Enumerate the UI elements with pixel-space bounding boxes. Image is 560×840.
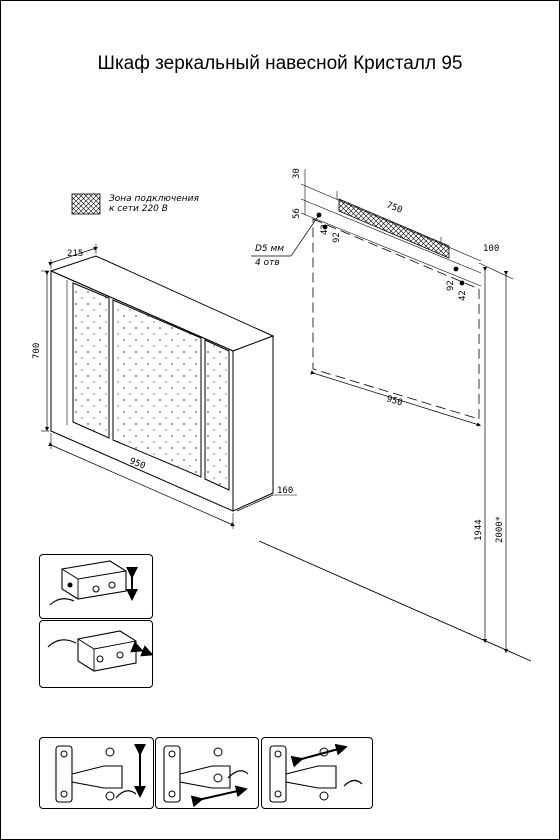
hinge-lateral-illustration <box>163 745 249 808</box>
dim-height: 700 <box>32 343 42 359</box>
mounting-outline <box>312 218 480 420</box>
screw-icon <box>105 791 115 801</box>
screwdriver-icon <box>47 639 77 648</box>
hinge-panel-vertical <box>39 737 154 809</box>
cabinet-view <box>41 244 297 529</box>
dim-hole-c: 92 <box>446 280 456 291</box>
adjust-panel-depth <box>39 620 153 688</box>
screw-hole <box>322 224 328 230</box>
legend-line-1: Зона подключения <box>109 194 200 204</box>
dim-span: 950 <box>385 394 403 408</box>
connection-zone-swatch <box>71 193 101 215</box>
legend-line-2: к сети 220 В <box>109 204 168 214</box>
screwdriver-icon <box>227 770 249 779</box>
hinge-adjust-vertical-illustration <box>49 560 138 606</box>
screw-note-line-2: 4 отв <box>255 258 280 268</box>
screw-hole <box>453 266 459 272</box>
hinge-panel-lateral <box>155 737 259 809</box>
screw-icon <box>116 651 124 659</box>
screw-icon <box>168 790 176 798</box>
screw-icon <box>168 750 176 758</box>
screw-icon <box>92 585 100 593</box>
screwdriver-icon <box>115 790 137 799</box>
screw-icon <box>96 655 104 663</box>
wall-layout-view <box>251 169 532 662</box>
mirror-door-left <box>72 282 110 439</box>
light-zone <box>338 198 450 259</box>
side-dim-line <box>236 494 274 512</box>
screwdriver-icon <box>343 779 363 787</box>
screwdriver-icon <box>49 598 75 606</box>
dim-mount-height: 1944 <box>474 519 484 541</box>
screw-icon <box>213 773 223 783</box>
floor-line <box>258 540 532 662</box>
screw-hole <box>459 280 465 286</box>
dim-side: 160 <box>277 486 293 496</box>
screw-icon <box>274 790 282 798</box>
hinge-panel-depth <box>261 737 373 809</box>
screw-icon <box>60 750 68 758</box>
mirror-door-right <box>204 339 230 491</box>
screw-icon <box>105 747 115 757</box>
dim-depth: 215 <box>67 249 83 259</box>
depth-dim-line <box>48 246 98 266</box>
depth-arrow-icon <box>290 743 348 768</box>
screw-icon <box>319 791 329 801</box>
dim-total-height: 2000* <box>495 516 505 543</box>
screw-icon <box>60 790 68 798</box>
screw-note-line-1: D5 мм <box>255 244 284 254</box>
adjust-panel-vertical <box>39 554 153 619</box>
dim-hole-d: 42 <box>458 290 468 301</box>
span-dim-line <box>310 370 482 427</box>
width-dim-line <box>48 442 235 527</box>
screw-icon <box>274 750 282 758</box>
dim-hole-b: 92 <box>332 232 342 243</box>
screw-icon <box>213 747 223 757</box>
screw-icon <box>108 581 116 589</box>
lateral-arrow-icon <box>190 785 248 808</box>
hinge-depth-illustration <box>269 743 363 803</box>
cabinet-side <box>232 335 274 512</box>
hinge-adjust-depth-illustration <box>47 630 152 672</box>
screw-icon <box>67 582 73 588</box>
dim-top-offset: 30 <box>292 168 302 179</box>
dim-right-offset: 100 <box>483 244 499 254</box>
page-title: Шкаф зеркальный навесной Кристалл 95 <box>97 53 463 74</box>
connection-zone-legend: Зона подключения к сети 220 В <box>71 193 200 215</box>
dim-side-offset: 56 <box>292 208 302 219</box>
dim-hole-a: 42 <box>320 224 330 235</box>
hinge-vertical-illustration <box>55 744 146 803</box>
dim-light-width: 750 <box>385 201 404 216</box>
depth-arrow-icon <box>130 641 152 657</box>
